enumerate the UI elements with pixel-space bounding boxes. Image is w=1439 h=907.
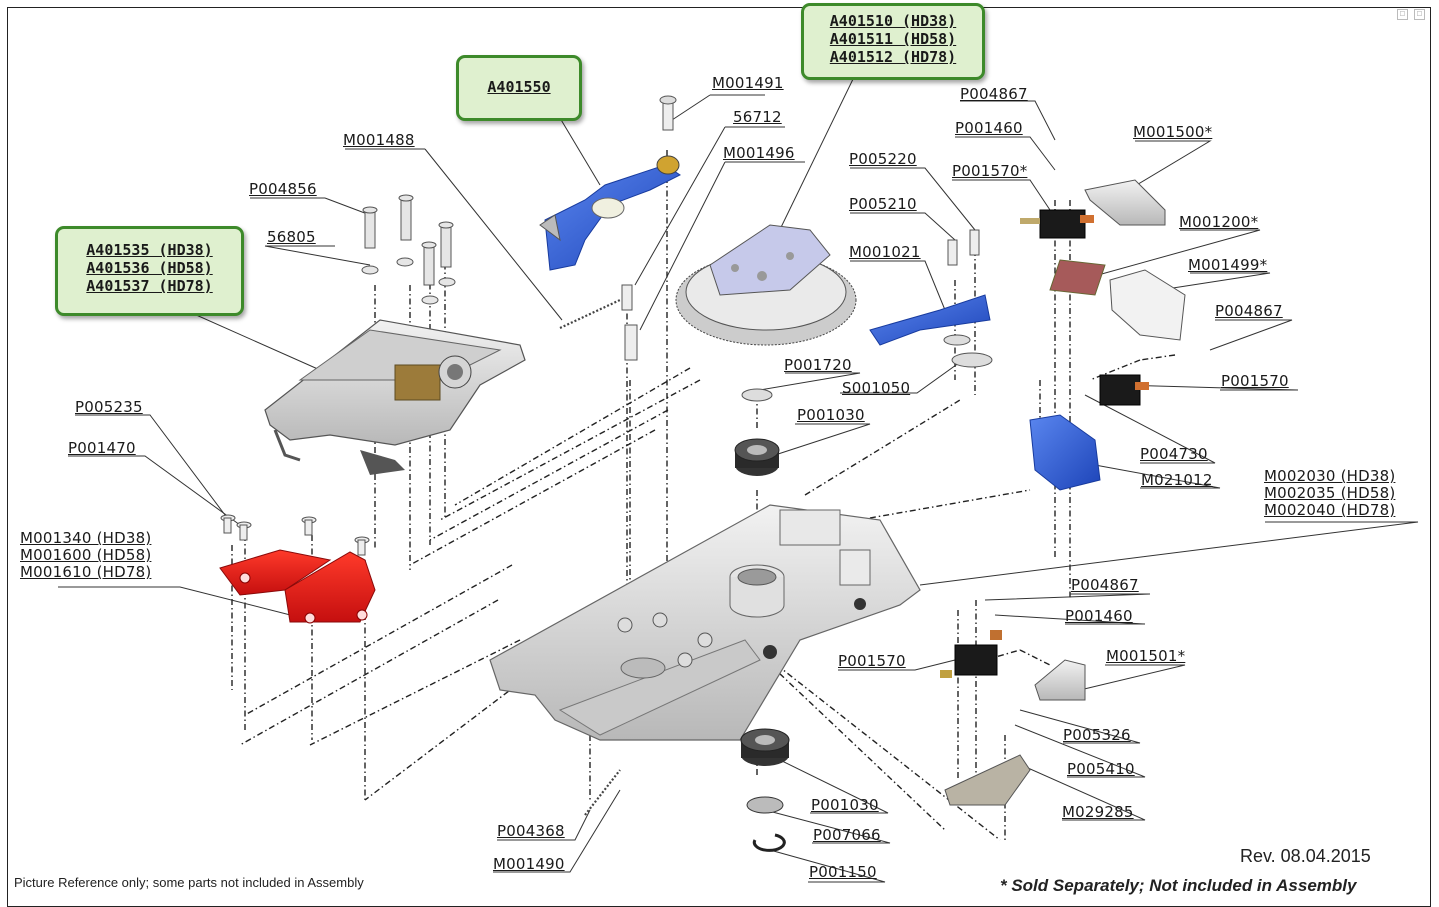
part-label: M021012 (1141, 471, 1213, 489)
callout-line: A401512 (HD78) (829, 48, 957, 66)
callout-line: A401550 (487, 78, 551, 96)
part-label: P005220 (849, 150, 917, 168)
part-label: P001030 (811, 796, 879, 814)
part-label: P001720 (784, 356, 852, 374)
part-label: M001021 (849, 243, 921, 261)
cam-gear-part (675, 224, 857, 346)
part-label: P005210 (849, 195, 917, 213)
leader-lines (58, 74, 1419, 883)
part-label: 56805 (267, 228, 316, 246)
part-label-group-right: M002030 (HD38) M002035 (HD58) M002040 (H… (1264, 468, 1395, 519)
callout-assembly-left: A401535 (HD38) A401536 (HD58) A401537 (H… (55, 226, 244, 316)
part-label: M001340 (HD38) (20, 529, 152, 547)
part-label: P001570 (838, 652, 906, 670)
diagram-border (7, 7, 1431, 907)
switch-parts (940, 209, 1149, 678)
part-label: M001610 (HD78) (20, 563, 152, 581)
callout-line: A401510 (HD38) (829, 12, 957, 30)
base-plate (489, 504, 921, 741)
part-label: M001496 (723, 144, 795, 162)
part-label: 56712 (733, 108, 782, 126)
restore-icon[interactable]: □ (1397, 9, 1408, 20)
part-label: P005326 (1063, 726, 1131, 744)
part-label: P005410 (1067, 760, 1135, 778)
callout-line: A401535 (HD38) (86, 241, 213, 259)
part-label: P001470 (68, 439, 136, 457)
part-label: P001570* (952, 162, 1028, 180)
minimize-icon[interactable]: □ (1414, 9, 1425, 20)
part-label: M029285 (1062, 803, 1134, 821)
red-plate-part (219, 514, 376, 624)
part-label-group-left: M001340 (HD38) M001600 (HD58) M001610 (H… (20, 530, 151, 581)
part-label: P004867 (1071, 576, 1139, 594)
part-label: M001491 (712, 74, 784, 92)
part-label: M002035 (HD58) (1264, 484, 1396, 502)
part-label: P007066 (813, 826, 881, 844)
small-post-parts (621, 229, 980, 361)
bearing-part (734, 438, 790, 852)
disclaimer-note: Picture Reference only; some parts not i… (14, 875, 364, 890)
washer-parts (741, 334, 993, 402)
callout-line: A401537 (HD78) (86, 277, 213, 295)
part-label: P004856 (249, 180, 317, 198)
sold-separately-note: * Sold Separately; Not included in Assem… (1000, 876, 1357, 895)
left-mechanism-assembly (264, 194, 526, 475)
part-label: P004867 (1215, 302, 1283, 320)
part-label: M001600 (HD58) (20, 546, 152, 564)
callout-assembly-top-left: A401550 (456, 55, 582, 121)
part-label: M001488 (343, 131, 415, 149)
part-label: P001460 (1065, 607, 1133, 625)
part-label: M001501* (1106, 647, 1186, 665)
callout-assembly-top-center: A401510 (HD38) A401511 (HD58) A401512 (H… (801, 3, 985, 80)
part-label: P001460 (955, 119, 1023, 137)
part-label: M002030 (HD38) (1264, 467, 1396, 485)
part-label: P001570 (1221, 372, 1289, 390)
spring-part (559, 299, 621, 816)
part-label: M001499* (1188, 256, 1268, 274)
part-label: P004867 (960, 85, 1028, 103)
callout-line: A401536 (HD58) (86, 259, 213, 277)
part-label: M001200* (1179, 213, 1259, 231)
part-label: P001030 (797, 406, 865, 424)
part-label: S001050 (842, 379, 911, 397)
revision-note: Rev. 08.04.2015 (1240, 846, 1371, 866)
blue-arm-part (869, 294, 991, 346)
blue-lever-part (539, 95, 681, 271)
part-label: P001150 (809, 863, 877, 881)
bracket-parts (944, 179, 1186, 806)
part-label: M001490 (493, 855, 565, 873)
part-label: M001500* (1133, 123, 1213, 141)
part-label: P004730 (1140, 445, 1208, 463)
part-label: P005235 (75, 398, 143, 416)
window-corner-controls: □ □ (1397, 9, 1425, 20)
part-label: M002040 (HD78) (1264, 501, 1396, 519)
part-label: P004368 (497, 822, 565, 840)
callout-line: A401511 (HD58) (829, 30, 957, 48)
